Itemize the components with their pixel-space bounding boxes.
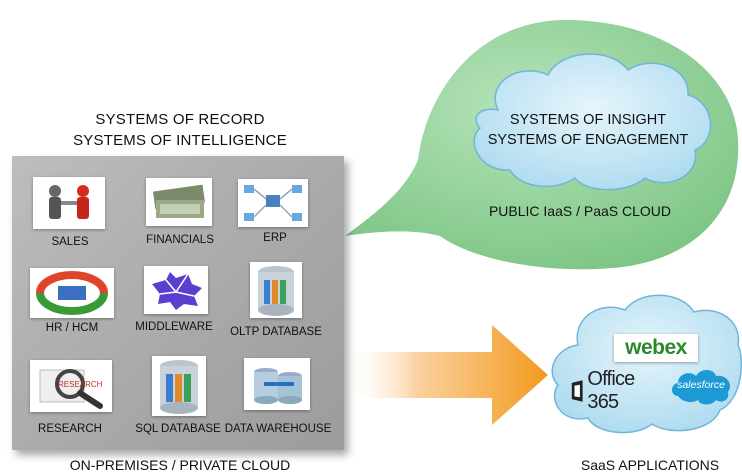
office-icon	[571, 380, 583, 402]
magnifier-icon: RESEARCH	[30, 360, 112, 412]
onprem-heading: SYSTEMS OF RECORD SYSTEMS OF INTELLIGENC…	[60, 109, 300, 151]
sales-tile-image	[33, 177, 105, 229]
tile-label-oltp-database: OLTP DATABASE	[230, 326, 322, 338]
financials-tile-image	[146, 178, 212, 226]
public-cloud-line1: SYSTEMS OF INSIGHT	[509, 112, 667, 128]
database-icon	[152, 356, 206, 416]
office365-logo-text: Office 365	[587, 368, 635, 413]
salesforce-logo-text: salesforce	[677, 379, 725, 391]
salesforce-cloud-icon	[672, 370, 731, 405]
data-warehouse-tile-image	[244, 358, 310, 410]
network-icon	[238, 179, 308, 227]
webex-logo: webex	[614, 334, 698, 362]
office365-logo: Office 365	[570, 368, 662, 413]
oltp-database-tile-image	[250, 262, 302, 318]
middleware-tile-image	[144, 266, 208, 314]
data-warehouse-icon	[244, 358, 310, 410]
roles-cycle-icon	[30, 268, 114, 318]
tile-label-financials: FINANCIALS	[146, 234, 214, 246]
public-cloud-line2: SYSTEMS OF ENGAGEMENT	[487, 132, 689, 148]
erp-tile-image	[238, 179, 308, 227]
saas-caption: SaaS APPLICATIONS	[580, 457, 720, 473]
tile-label-data-warehouse: DATA WAREHOUSE	[224, 423, 332, 435]
onprem-heading-line1: SYSTEMS OF RECORD	[95, 111, 265, 128]
tile-label-erp: ERP	[263, 232, 287, 244]
tile-label-sales: SALES	[51, 236, 89, 248]
svg-text:RESEARCH: RESEARCH	[58, 380, 103, 389]
webex-logo-text: webex	[625, 336, 687, 359]
migration-arrow	[345, 325, 548, 425]
public-cloud-caption: PUBLIC IaaS / PaaS CLOUD	[488, 203, 672, 219]
tile-label-sql-database: SQL DATABASE	[135, 423, 221, 435]
public-cloud-shape	[473, 53, 711, 191]
tile-label-hr-hcm: HR / HCM	[45, 322, 99, 334]
sql-database-tile-image	[152, 356, 206, 416]
onprem-footer: ON-PREMISES / PRIVATE CLOUD	[69, 457, 291, 473]
research-tile-image: RESEARCH	[30, 360, 112, 412]
handshake-icon	[33, 177, 105, 229]
tile-label-research: RESEARCH	[38, 423, 102, 435]
database-icon	[250, 262, 302, 318]
hr-hcm-tile-image	[30, 268, 114, 318]
salesforce-logo: salesforce	[668, 366, 734, 406]
tile-label-middleware: MIDDLEWARE	[135, 321, 213, 333]
puzzle-icon	[144, 266, 208, 314]
public-cloud-text: SYSTEMS OF INSIGHT SYSTEMS OF ENGAGEMENT	[478, 110, 698, 150]
money-stack-icon	[146, 178, 212, 226]
onprem-heading-line2: SYSTEMS OF INTELLIGENCE	[73, 132, 287, 149]
